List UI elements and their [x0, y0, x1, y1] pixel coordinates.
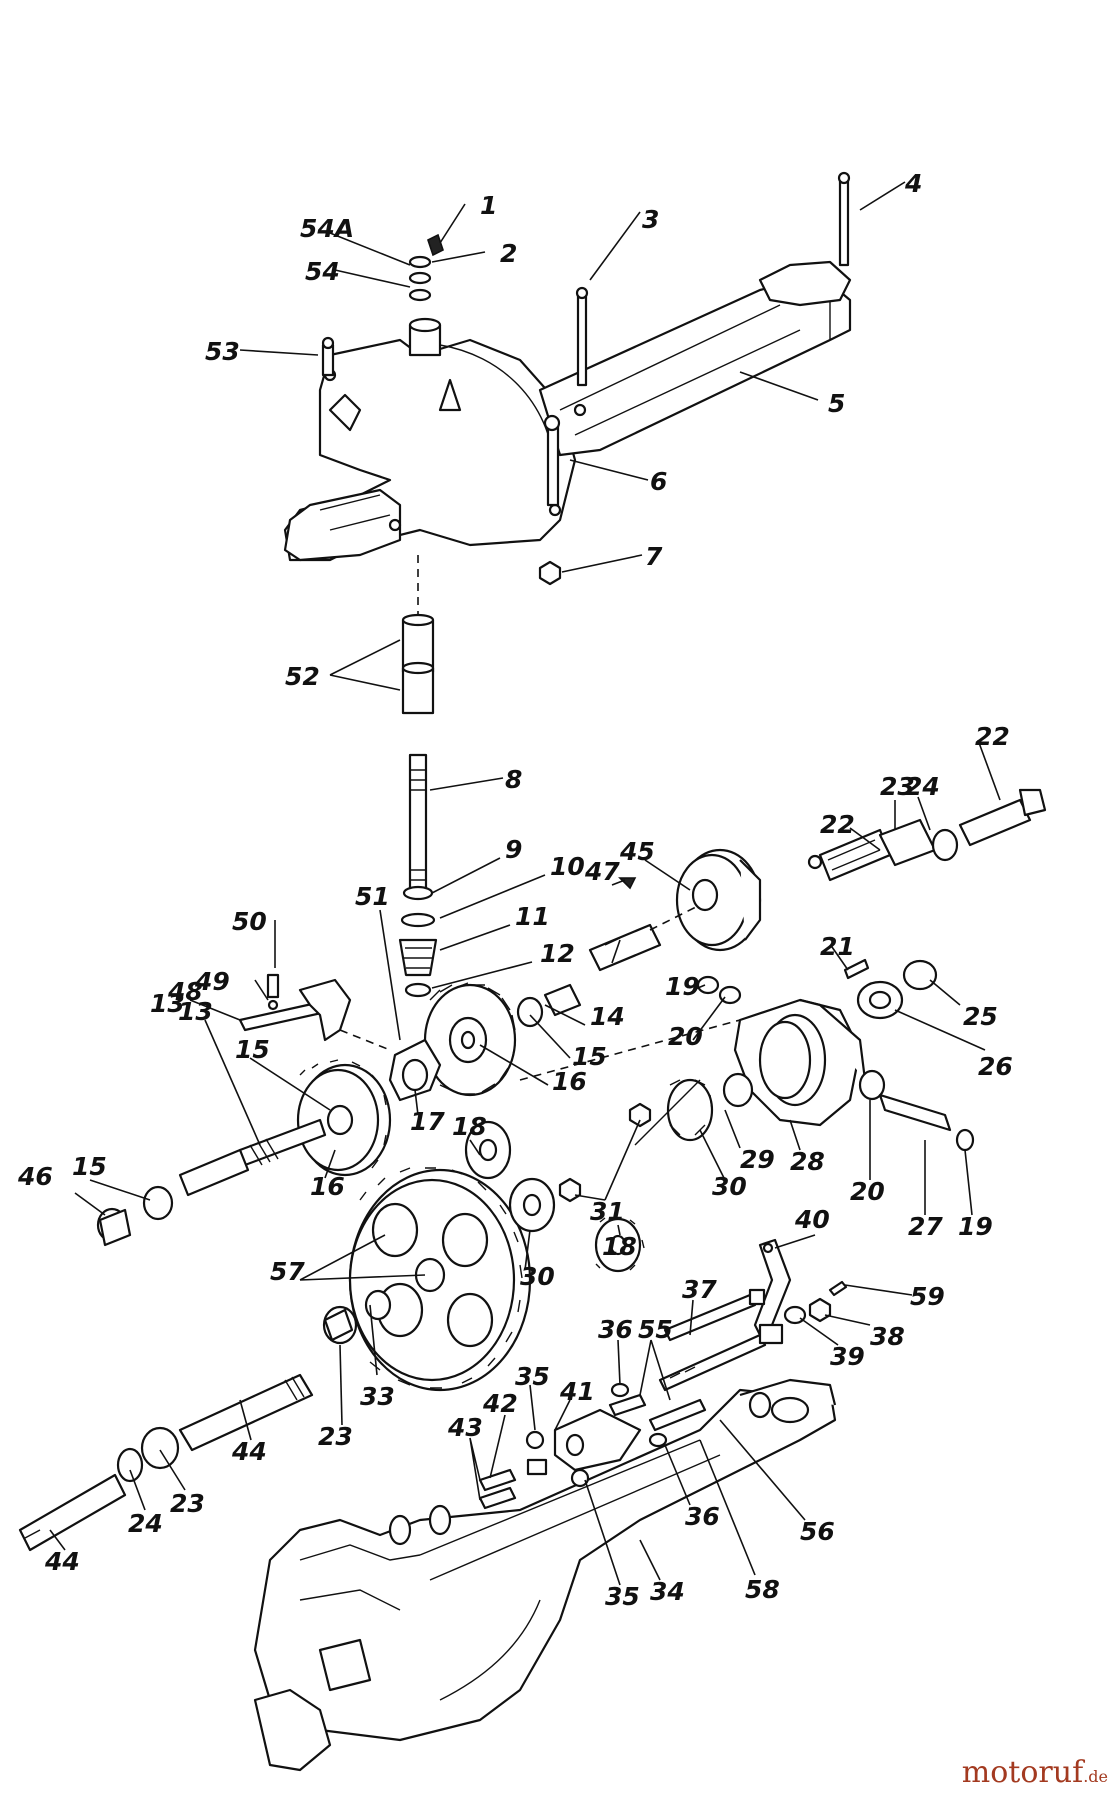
large-spur-gear [322, 1167, 556, 1392]
part-label-44: 44 [231, 1437, 267, 1466]
part-label-14: 14 [590, 1002, 625, 1031]
part-label-53: 53 [205, 337, 240, 366]
part-label-3: 3 [642, 205, 659, 234]
part-label-24: 24 [128, 1509, 163, 1538]
leader-lines [49, 181, 1001, 1586]
part-label-41: 41 [559, 1377, 595, 1406]
top-fasteners [321, 171, 851, 586]
part-label-29: 29 [740, 1145, 775, 1174]
part-label-24: 24 [905, 772, 940, 801]
part-label-13: 13 [150, 989, 185, 1018]
part-label-39: 39 [830, 1342, 865, 1371]
part-label-22: 22 [975, 722, 1010, 751]
part-label-19: 19 [665, 972, 700, 1001]
part-label-20: 20 [668, 1022, 703, 1051]
part-label-35: 35 [605, 1582, 640, 1611]
part-label-22: 22 [820, 810, 855, 839]
part-label-21: 21 [820, 932, 855, 961]
part-label-15: 15 [572, 1042, 607, 1071]
part-label-54: 54 [305, 257, 340, 286]
part-label-2: 2 [500, 239, 517, 268]
part-label-30: 30 [520, 1262, 555, 1291]
pulley [618, 848, 762, 952]
watermark-logo: motoruf.de [962, 1755, 1108, 1790]
part-label-49: 49 [194, 967, 230, 996]
detent-parts [478, 1288, 766, 1510]
part-label-23: 23 [170, 1489, 205, 1518]
part-label-44: 44 [44, 1547, 80, 1576]
part-label-51: 51 [355, 882, 390, 911]
countershaft [588, 904, 701, 972]
part-label-58: 58 [745, 1575, 780, 1604]
part-number-labels: 54A1254345356752822232422454791011125049… [17, 169, 1013, 1611]
part-label-36: 36 [685, 1502, 720, 1531]
part-label-23: 23 [318, 1422, 353, 1451]
part-label-20: 20 [850, 1177, 885, 1206]
lower-case-half [253, 1378, 837, 1772]
part-label-40: 40 [794, 1205, 830, 1234]
part-label-36: 36 [598, 1315, 633, 1344]
part-label-6: 6 [650, 467, 667, 496]
part-label-42: 42 [482, 1389, 518, 1418]
part-label-43: 43 [447, 1413, 483, 1442]
watermark-name: motoruf [961, 1755, 1084, 1790]
part-label-15: 15 [72, 1152, 107, 1181]
part-label-33: 33 [360, 1382, 395, 1411]
part-label-16: 16 [552, 1067, 587, 1096]
part-label-48: 48 [167, 977, 203, 1006]
part-label-7: 7 [645, 542, 663, 571]
part-label-10: 10 [550, 852, 585, 881]
part-label-59: 59 [910, 1282, 945, 1311]
part-label-27: 27 [908, 1212, 943, 1241]
part-label-17: 17 [410, 1107, 445, 1136]
part-label-45: 45 [619, 837, 655, 866]
part-label-4: 4 [904, 169, 922, 198]
part-label-9: 9 [505, 835, 522, 864]
part-label-57: 57 [270, 1257, 305, 1286]
part-label-26: 26 [978, 1052, 1013, 1081]
part-label-1: 1 [480, 191, 497, 220]
right-axle-parts [807, 788, 1047, 882]
shift-lever [658, 1238, 848, 1392]
upper-axle-housing [283, 260, 852, 562]
part-label-18: 18 [452, 1112, 487, 1141]
part-label-55: 55 [638, 1315, 673, 1344]
input-shaft-assembly [398, 555, 438, 998]
part-label-12: 12 [540, 939, 575, 968]
part-label-8: 8 [505, 765, 522, 794]
part-label-15: 15 [235, 1035, 270, 1064]
part-label-16: 16 [310, 1172, 345, 1201]
part-label-47: 47 [584, 857, 620, 886]
part-label-34: 34 [650, 1577, 685, 1606]
part-label-38: 38 [870, 1322, 905, 1351]
part-label-35: 35 [515, 1362, 550, 1391]
part-label-23: 23 [880, 772, 915, 801]
part-label-18: 18 [602, 1232, 637, 1261]
watermark-tld: .de [1083, 1767, 1108, 1786]
part-label-50: 50 [232, 907, 267, 936]
part-label-54a: 54A [300, 214, 354, 243]
differential-housing [519, 958, 975, 1152]
part-label-46: 46 [17, 1162, 53, 1191]
part-label-19: 19 [958, 1212, 993, 1241]
shift-fork [238, 973, 391, 1051]
part-label-11: 11 [515, 902, 550, 931]
pinion-gears [464, 1079, 701, 1273]
part-label-31: 31 [590, 1197, 625, 1226]
part-label-30: 30 [712, 1172, 747, 1201]
part-label-37: 37 [682, 1275, 717, 1304]
part-label-25: 25 [963, 1002, 998, 1031]
part-label-13: 13 [178, 997, 213, 1026]
output-axle [18, 1373, 314, 1552]
part-label-5: 5 [828, 389, 845, 418]
part-label-28: 28 [790, 1147, 825, 1176]
part-label-52: 52 [285, 662, 320, 691]
part-label-56: 56 [800, 1517, 835, 1546]
bevel-gear [388, 982, 582, 1102]
spur-gear-shaft [96, 1059, 392, 1247]
